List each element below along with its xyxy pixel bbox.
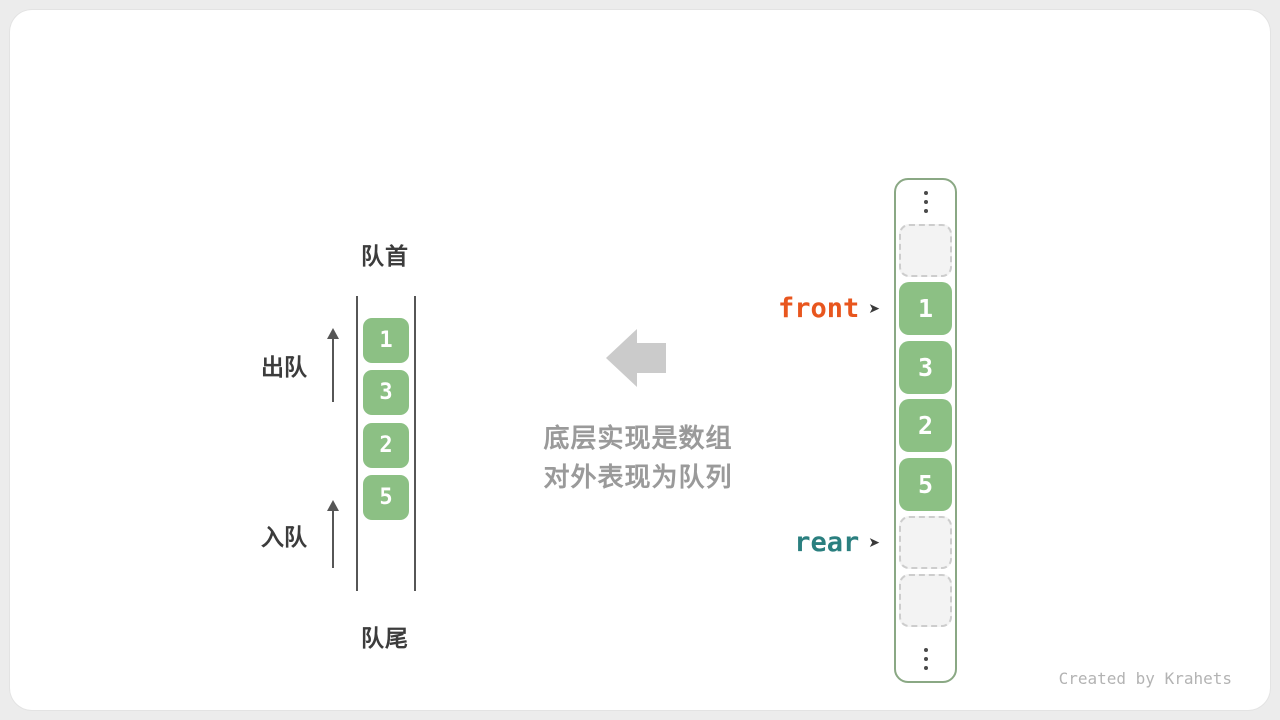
array-cell: 3 xyxy=(899,341,952,394)
queue-left-wall-line xyxy=(356,296,358,591)
left-block-arrow-body xyxy=(636,343,666,373)
enqueue-label: 入队 xyxy=(261,525,307,551)
array-cell: 1 xyxy=(899,282,952,335)
arrow-head xyxy=(327,328,339,339)
bottom-ellipsis-icon xyxy=(896,648,955,670)
caption-line-2: 对外表现为队列 xyxy=(543,463,733,493)
queue-cell: 1 xyxy=(363,318,409,363)
front-pointer: front ➤ xyxy=(688,292,880,324)
queue-right-wall-line xyxy=(414,296,416,591)
front-pointer-arrow-icon: ➤ xyxy=(868,301,880,317)
queue-cell: 3 xyxy=(363,370,409,415)
array-cell-empty xyxy=(899,224,952,277)
dequeue-up-arrow-icon xyxy=(327,328,339,402)
front-pointer-label: front xyxy=(777,292,860,324)
queue-cell: 5 xyxy=(363,475,409,520)
rear-pointer: rear ➤ xyxy=(688,526,880,558)
arrow-shaft xyxy=(332,511,334,568)
array-cell-empty xyxy=(899,574,952,627)
queue-rear-end-label: 队尾 xyxy=(361,626,409,652)
array-cell-empty xyxy=(899,516,952,569)
array-cell: 5 xyxy=(899,458,952,511)
caption-line-1: 底层实现是数组 xyxy=(543,424,733,454)
caption-text: 底层实现是数组 对外表现为队列 xyxy=(478,420,798,498)
dequeue-label: 出队 xyxy=(261,355,307,381)
top-ellipsis-icon xyxy=(896,191,955,213)
left-block-arrow-icon xyxy=(606,329,637,387)
rear-pointer-arrow-icon: ➤ xyxy=(868,535,880,551)
enqueue-up-arrow-icon xyxy=(327,500,339,568)
queue-cell: 2 xyxy=(363,423,409,468)
arrow-shaft xyxy=(332,339,334,402)
credit-text: Created by Krahets xyxy=(1058,669,1232,688)
array-cell: 2 xyxy=(899,399,952,452)
queue-front-end-label: 队首 xyxy=(361,244,409,270)
arrow-head xyxy=(327,500,339,511)
rear-pointer-label: rear xyxy=(794,526,860,558)
array-container: 1 3 2 5 xyxy=(894,178,957,683)
diagram-card: 队首 队尾 1 3 2 5 出队 入队 底层实现是数组 对外表现为队列 fron… xyxy=(10,10,1270,710)
